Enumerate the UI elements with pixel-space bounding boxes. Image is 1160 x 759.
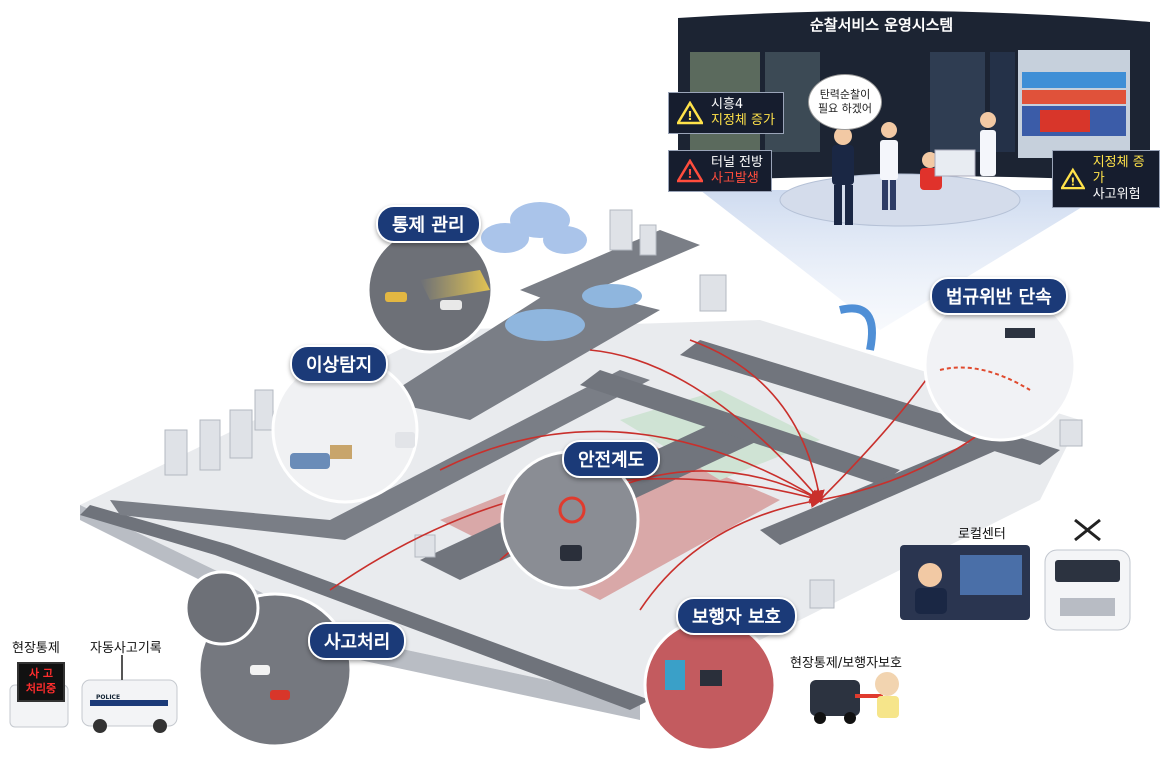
auto-record-vehicle [81, 655, 178, 733]
warning-triangle-yellow-icon: ! [1061, 167, 1085, 190]
dashboard-beam [700, 190, 1110, 330]
operator-figures [832, 112, 996, 225]
cloud-icon [481, 202, 587, 254]
svg-text:!: ! [1070, 175, 1075, 188]
system-title: 순찰서비스 운영시스템 [810, 16, 954, 34]
buildings [164, 209, 1083, 609]
service-label-control: 통제 관리 [376, 205, 481, 243]
zoom-circle-pedestrian [643, 618, 777, 752]
label-site-control: 현장통제 [12, 641, 60, 656]
service-label-anomaly: 이상탐지 [290, 345, 389, 383]
service-label-safety: 안전계도 [562, 440, 661, 478]
svg-text:!: ! [687, 109, 692, 123]
local-center-scene [900, 518, 1131, 631]
alert-congestion-siheung: ! 시흥4 지정체 증가 [668, 92, 784, 134]
alert-congestion-risk: ! 지정체 증가 사고위험 [1052, 150, 1160, 208]
speech-bubble: 탄력순찰이 필요 하겠어 [808, 74, 882, 130]
alert-line1: 터널 전방 [711, 155, 763, 170]
label-site-pedestrian: 현장통제/보행자보호 [790, 656, 903, 671]
zoom-circle-control [366, 226, 494, 354]
warning-triangle-yellow-icon: ! [677, 101, 703, 125]
svg-text:!: ! [687, 167, 692, 181]
accident-sign-board: 사 고 처리중 [17, 662, 65, 702]
alert-line2: 사고발생 [711, 171, 759, 186]
alert-line1: 시흥4 [711, 97, 744, 112]
warning-triangle-red-icon: ! [677, 159, 703, 183]
label-auto-record: 자동사고기록 [90, 641, 162, 656]
alert-line1: 지정체 증가 [1092, 155, 1145, 186]
service-label-accident: 사고처리 [308, 622, 407, 660]
dashboard-link-arrow [839, 304, 876, 351]
alert-line2: 사고위험 [1092, 187, 1141, 202]
police-badge-text: POLICE [96, 694, 121, 701]
alert-line2: 지정체 증가 [711, 113, 775, 128]
label-local-center: 로컬센터 [958, 527, 1006, 542]
alert-tunnel-accident: ! 터널 전방 사고발생 [668, 150, 772, 192]
service-label-pedestrian: 보행자 보호 [676, 597, 798, 635]
service-label-violation: 법규위반 단속 [930, 277, 1068, 315]
pedestrian-robot-scene [810, 672, 899, 724]
